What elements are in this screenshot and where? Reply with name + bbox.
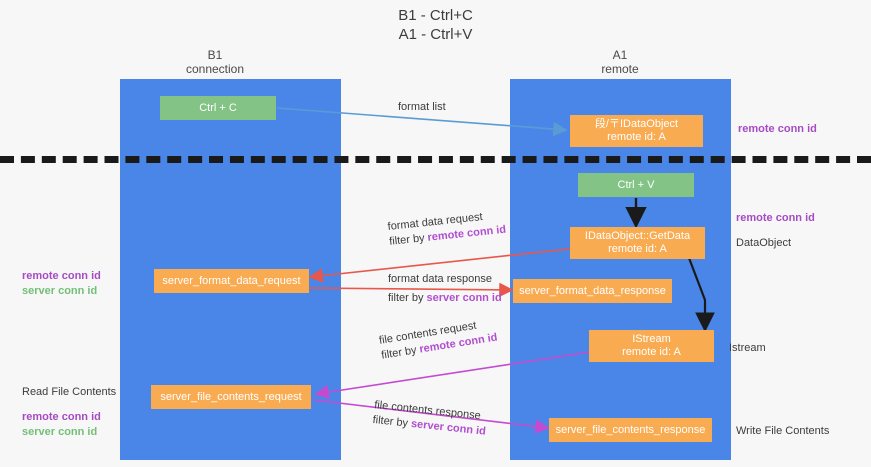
node-ctrl-c[interactable]: Ctrl + C: [160, 96, 276, 120]
edge-label-fdresp-key: server conn id: [426, 292, 502, 304]
annotation-right-write: Write File Contents: [736, 424, 829, 439]
edge-label-fdresp-prefix: filter by: [388, 292, 427, 304]
node-ctrl-v[interactable]: Ctrl + V: [578, 173, 694, 197]
node-getdata-line-1: IDataObject::GetData: [584, 230, 691, 242]
annotation-left-file-green: server conn id: [22, 426, 98, 438]
edge-label-format-data-response: format data response filter by server co…: [388, 272, 502, 306]
diagram-title-line-1: B1 - Ctrl+C: [398, 7, 473, 24]
column-header-a1-title: A1: [612, 48, 628, 62]
edge-label-file-contents-request: file contents request filter by remote c…: [378, 316, 499, 364]
node-istream-line-1: IStream: [632, 333, 671, 345]
node-format-response-label: server_format_data_response: [519, 284, 666, 297]
column-header-b1: B1 connection: [135, 48, 295, 76]
edge-label-format-list: format list: [398, 100, 446, 115]
edge-label-format-list-line-1: format list: [398, 101, 446, 113]
node-server-format-data-request[interactable]: server_format_data_request: [154, 269, 309, 293]
edge-label-fdresp-line-2: filter by server conn id: [388, 291, 502, 306]
edge-label-fcresp-prefix: filter by: [372, 413, 412, 430]
column-header-a1: A1 remote: [540, 48, 700, 76]
annotation-right-istream: Istream: [729, 341, 766, 356]
annotation-left-file: Read File Contents remote conn id server…: [22, 385, 116, 440]
annotation-right-getdata: remote conn id DataObject: [736, 211, 815, 251]
edge-label-fdresp-line-1: format data response: [388, 273, 492, 285]
edge-label-format-data-request: format data request filter by remote con…: [387, 208, 507, 250]
node-ctrl-v-label: Ctrl + V: [617, 178, 655, 191]
annotation-left-file-purple: remote conn id: [22, 411, 101, 423]
annotation-right-top: remote conn id: [738, 122, 817, 137]
node-idataobject-getdata[interactable]: IDataObject::GetData remote id: A: [570, 227, 705, 259]
annotation-left-format-purple: remote conn id: [22, 270, 101, 282]
annotation-right-istream-plain: Istream: [729, 342, 766, 354]
annotation-right-getdata-plain: DataObject: [736, 237, 792, 249]
edge-label-fdreq-prefix: filter by: [388, 231, 429, 248]
column-header-b1-subtitle: connection: [185, 62, 245, 76]
diagram-title-line-2: A1 - Ctrl+V: [398, 26, 473, 43]
node-idataobject[interactable]: 段/〒IDataObject remote id: A: [570, 115, 703, 147]
annotation-right-write-plain: Write File Contents: [736, 425, 830, 437]
annotation-right-top-purple: remote conn id: [738, 123, 817, 135]
node-istream[interactable]: IStream remote id: A: [589, 330, 714, 362]
node-file-request-label: server_file_contents_request: [160, 390, 302, 403]
node-istream-line-2: remote id: A: [622, 346, 681, 358]
edge-label-file-contents-response: file contents response filter by server …: [372, 398, 488, 440]
node-idataobject-line-2: remote id: A: [607, 131, 666, 143]
node-idataobject-line-1: 段/〒IDataObject: [594, 118, 679, 130]
phase-divider: [0, 156, 871, 163]
diagram-title: B1 - Ctrl+C A1 - Ctrl+V: [0, 6, 871, 44]
node-server-format-data-response[interactable]: server_format_data_response: [513, 279, 672, 303]
node-format-request-label: server_format_data_request: [162, 274, 301, 287]
annotation-right-getdata-purple: remote conn id: [736, 212, 815, 224]
node-server-file-contents-request[interactable]: server_file_contents_request: [151, 385, 311, 409]
annotation-left-format-green: server conn id: [22, 285, 98, 297]
column-header-a1-subtitle: remote: [601, 62, 639, 76]
annotation-left-format: remote conn id server conn id: [22, 269, 101, 299]
node-server-file-contents-response[interactable]: server_file_contents_response: [549, 418, 712, 442]
node-file-response-label: server_file_contents_response: [555, 423, 706, 436]
annotation-left-file-plain: Read File Contents: [22, 386, 117, 398]
column-header-b1-title: B1: [207, 48, 223, 62]
node-getdata-line-2: remote id: A: [608, 243, 667, 255]
node-ctrl-c-label: Ctrl + C: [199, 101, 237, 114]
